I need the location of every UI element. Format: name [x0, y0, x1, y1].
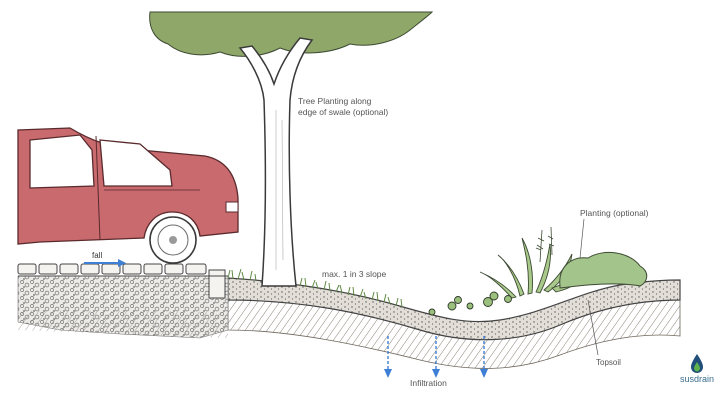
paving-blocks [18, 264, 206, 274]
car-window [100, 140, 172, 186]
slope-label: max. 1 in 3 slope [322, 269, 386, 280]
tree-planting-label: Tree Planting along edge of swale (optio… [298, 96, 388, 118]
tree-planting-label-line1: Tree Planting along [298, 96, 388, 107]
logo-text: susdrain [674, 374, 720, 384]
topsoil-label: Topsoil [596, 357, 621, 368]
tree-planting-label-line2: edge of swale (optional) [298, 107, 388, 118]
kerb [209, 270, 225, 298]
swale-plants [429, 292, 512, 315]
car [18, 128, 238, 263]
car-rear-window [30, 135, 94, 188]
susdrain-logo: susdrain [674, 352, 720, 384]
shrub [560, 252, 647, 288]
fall-label: fall [92, 250, 102, 261]
infiltration-label: Infiltration [410, 378, 447, 389]
planting-label: Planting (optional) [580, 208, 649, 219]
small-stalks [536, 227, 554, 262]
droplet-icon [674, 352, 720, 374]
road-subbase [18, 310, 228, 338]
